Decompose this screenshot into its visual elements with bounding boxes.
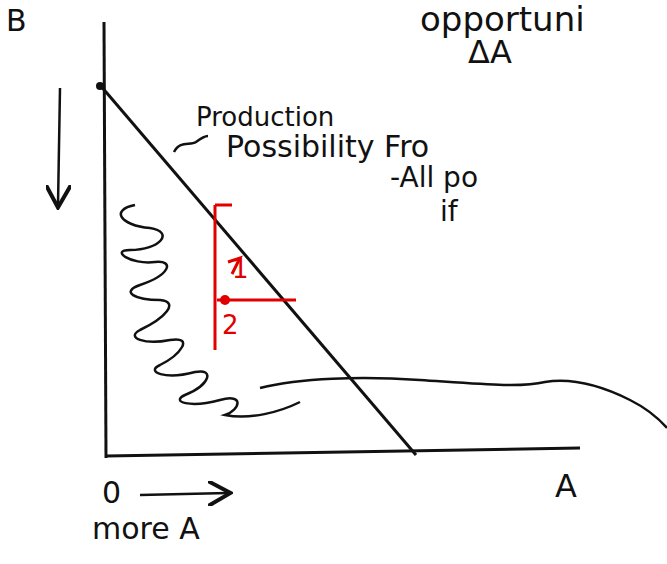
right-arrow: [140, 493, 228, 495]
intercept-dot: [96, 82, 104, 90]
red-dot: [220, 295, 230, 305]
heading-note: ΔA: [468, 36, 512, 68]
note-text: if: [440, 198, 458, 226]
x-axis: [106, 448, 580, 456]
leader-tilde: [174, 136, 208, 152]
axis-note: more A: [92, 514, 200, 544]
curve-label: Production: [196, 104, 334, 130]
heading-note: opportuni: [420, 2, 585, 36]
curve-label: Possibility Fro: [226, 132, 429, 162]
axis-label: A: [555, 470, 577, 502]
callout-number: 2: [222, 312, 239, 338]
down-arrow: [58, 88, 60, 205]
origin-label: 0: [102, 478, 121, 508]
wavy-curve: [260, 378, 667, 428]
axis-label: B: [6, 6, 27, 36]
red-vertical: [214, 205, 217, 350]
y-axis: [104, 22, 106, 458]
red-tick: [215, 204, 232, 207]
callout-number: 1: [232, 256, 249, 282]
note-text: -All po: [390, 164, 478, 192]
